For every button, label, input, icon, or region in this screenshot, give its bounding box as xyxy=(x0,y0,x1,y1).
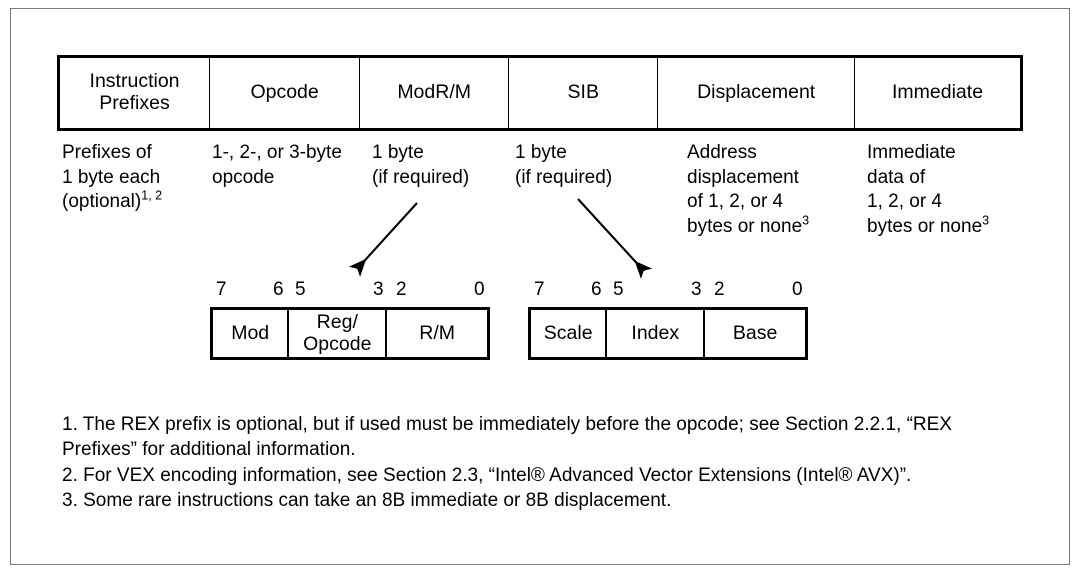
sib-cell-base: Base xyxy=(732,321,778,344)
modrm-cell-reg-opcode: Reg/ Opcode xyxy=(289,310,388,357)
sib-bit-5: 5 xyxy=(613,279,624,300)
footnotes: 1. The REX prefix is optional, but if us… xyxy=(62,412,1012,513)
description-opcode: 1-, 2-, or 3-byte opcode xyxy=(212,142,342,188)
modrm-bit-0: 0 xyxy=(474,279,485,300)
modrm-byte-box: Mod Reg/ Opcode R/M xyxy=(210,307,490,360)
sib-cell-scale: Scale xyxy=(531,310,608,357)
sib-bit-7: 7 xyxy=(534,279,545,300)
modrm-bit-6: 6 xyxy=(273,279,284,300)
modrm-cell-mod: Mod xyxy=(213,310,290,357)
description-sib: 1 byte (if required) xyxy=(515,142,613,188)
modrm-arrow-icon xyxy=(348,202,418,277)
footnote-3: 3. Some rare instructions can take an 8B… xyxy=(62,489,672,511)
field-cell-modrm: ModR/M xyxy=(360,58,510,128)
description-instruction-prefixes: Prefixes of 1 byte each (optional)1, 2 xyxy=(62,142,163,213)
modrm-bit-ruler: 7 6 5 3 2 0 xyxy=(210,279,490,301)
description-modrm: 1 byte (if required) xyxy=(372,142,470,188)
sib-bit-6: 6 xyxy=(591,279,602,300)
footnote-ref-3-immediate: 3 xyxy=(982,213,990,228)
sib-bit-2: 2 xyxy=(714,279,725,300)
modrm-bit-7: 7 xyxy=(216,279,227,300)
footnote-2: 2. For VEX encoding information, see Sec… xyxy=(62,464,912,486)
modrm-bit-5: 5 xyxy=(295,279,306,300)
instruction-format-table: Instruction Prefixes Opcode ModR/M SIB D… xyxy=(57,55,1023,131)
footnote-ref-3-displacement: 3 xyxy=(802,213,810,228)
footnote-1: 1. The REX prefix is optional, but if us… xyxy=(62,414,952,461)
footnote-ref-1-2: 1, 2 xyxy=(141,189,163,204)
field-cell-displacement: Displacement xyxy=(658,58,856,128)
figure-border xyxy=(10,8,1070,565)
field-cell-sib: SIB xyxy=(509,58,659,128)
description-displacement: Address displacement of 1, 2, or 4 bytes… xyxy=(687,142,810,238)
sib-bit-3: 3 xyxy=(691,279,702,300)
description-immediate: Immediate data of 1, 2, or 4 bytes or no… xyxy=(867,142,990,238)
modrm-bit-3: 3 xyxy=(373,279,384,300)
sib-bit-0: 0 xyxy=(792,279,803,300)
modrm-cell-rm: R/M xyxy=(419,321,455,344)
field-cell-instruction-prefixes: Instruction Prefixes xyxy=(60,58,211,128)
field-cell-immediate: Immediate xyxy=(892,81,984,104)
sib-bit-ruler: 7 6 5 3 2 0 xyxy=(528,279,808,301)
sib-arrow-icon xyxy=(577,198,653,279)
sib-cell-index: Index xyxy=(607,310,706,357)
sib-byte-box: Scale Index Base xyxy=(528,307,808,360)
modrm-bit-2: 2 xyxy=(396,279,407,300)
field-cell-opcode: Opcode xyxy=(210,58,361,128)
